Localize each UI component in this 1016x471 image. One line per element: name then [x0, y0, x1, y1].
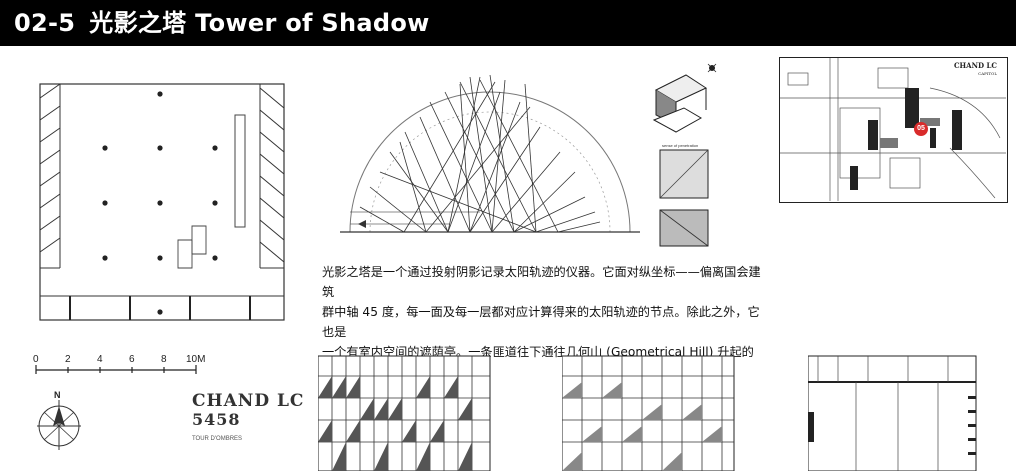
- description-line-1: 光影之塔是一个通过投射阴影记录太阳轨迹的仪器。它面对纵坐标——偏离国会建筑: [322, 265, 761, 299]
- section-number: 02-5: [14, 9, 76, 37]
- diagram-small-label: sense of penetration: [662, 143, 698, 148]
- scale-bar: [35, 365, 197, 374]
- scale-label-4: 4: [97, 354, 103, 365]
- map-title: CHAND LC CAPITOL: [954, 62, 997, 78]
- sun-path-diagram: [340, 74, 640, 233]
- stamp-line2: 5458: [192, 410, 241, 429]
- section-drawing: [808, 355, 977, 471]
- map-subtitle: CAPITOL: [978, 71, 997, 76]
- scale-label-0: 0: [33, 354, 39, 365]
- description-line-2: 群中轴 45 度，每一面及每一层都对应计算得来的太阳轨迹的节点。除此之外，它也是: [322, 305, 760, 339]
- page-header: 02-5 光影之塔 Tower of Shadow: [0, 0, 1016, 46]
- floor-plan-drawing: [39, 83, 285, 321]
- stamp-small: TOUR D'OMBRES: [192, 436, 243, 442]
- location-marker-badge: 05: [914, 122, 928, 136]
- page-title: 光影之塔 Tower of Shadow: [89, 9, 430, 37]
- scale-label-10m: 10M: [186, 354, 206, 365]
- elevation-drawing-2: [562, 355, 735, 471]
- map-title-text: CHAND LC: [953, 61, 997, 70]
- shadow-cube-diagram: sense of penetration: [652, 63, 717, 247]
- scale-label-8: 8: [161, 354, 167, 365]
- scale-label-2: 2: [65, 354, 71, 365]
- north-arrow-icon: [37, 400, 81, 450]
- site-map-drawing: [780, 58, 1006, 201]
- scale-label-6: 6: [129, 354, 135, 365]
- drawing-stamp: CHAND LC 5458 TOUR D'OMBRES: [192, 393, 304, 448]
- stamp-line1: CHAND LC: [192, 391, 305, 411]
- north-label: N: [54, 390, 61, 400]
- elevation-drawing-1: [318, 355, 491, 471]
- site-map: 05 CHAND LC CAPITOL: [779, 57, 1008, 203]
